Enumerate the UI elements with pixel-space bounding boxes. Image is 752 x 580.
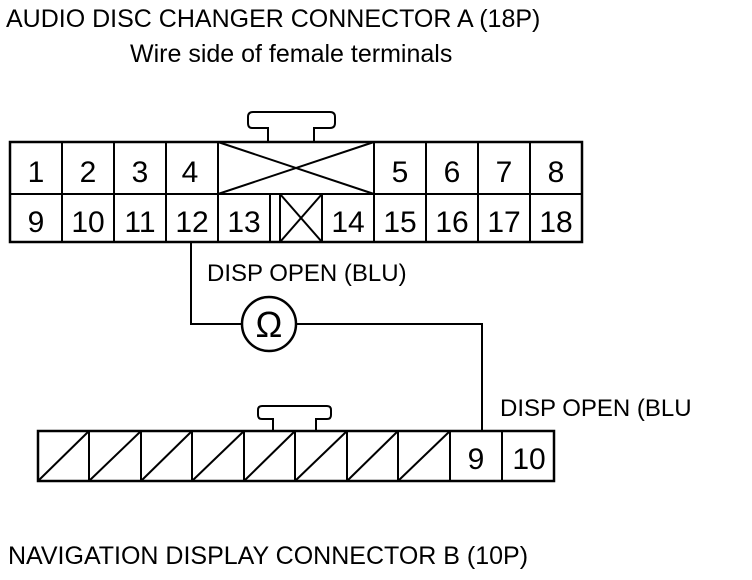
- pin-a-11: 11: [124, 206, 155, 239]
- wire-meter-to-b: [296, 323, 483, 431]
- pin-a-14: 14: [331, 206, 364, 239]
- unused-cavity: [140, 430, 193, 482]
- unused-cavity: [397, 430, 451, 482]
- ohm-icon: Ω: [256, 304, 283, 345]
- unused-cavity: [294, 430, 348, 482]
- pin-a-7: 7: [496, 156, 513, 189]
- pin-b-9: 9: [468, 443, 485, 476]
- wire-a-label: DISP OPEN (BLU): [207, 260, 407, 287]
- pin-a-2: 2: [80, 156, 97, 189]
- pin-a-4: 4: [182, 156, 199, 189]
- pin-a-3: 3: [132, 156, 149, 189]
- pin-a-18: 18: [539, 206, 572, 239]
- wire-a-to-meter: [190, 242, 242, 325]
- ohmmeter: Ω: [240, 295, 298, 353]
- pin-b-10: 10: [512, 443, 545, 476]
- unused-cavity: [346, 430, 399, 482]
- connector-a: 1 2 3 4 5 6 7 8 9 10 11 12 13 14 15 16 1…: [8, 140, 584, 244]
- unused-cavity: [88, 430, 142, 482]
- connector-b: 9 10: [36, 429, 556, 483]
- unused-cavity: [243, 430, 296, 482]
- unused-cavity: [191, 430, 245, 482]
- pin-a-6: 6: [444, 156, 461, 189]
- ohmmeter-circle: [240, 295, 298, 353]
- pin-a-13: 13: [227, 206, 260, 239]
- unused-cavity: [37, 430, 90, 482]
- connector-a-subtitle: Wire side of female terminals: [130, 40, 452, 68]
- pin-a-12: 12: [175, 206, 208, 239]
- pin-a-10: 10: [71, 206, 104, 239]
- pin-a-1: 1: [28, 156, 45, 189]
- pin-a-17: 17: [487, 206, 520, 239]
- connector-b-title: NAVIGATION DISPLAY CONNECTOR B (10P): [8, 542, 528, 570]
- connector-a-latch: [247, 111, 336, 142]
- connector-a-frame: [8, 140, 584, 244]
- pin-a-16: 16: [435, 206, 468, 239]
- pin-a-15: 15: [383, 206, 416, 239]
- connector-b-latch: [257, 405, 332, 431]
- pin-a-9: 9: [28, 206, 45, 239]
- wire-b-label: DISP OPEN (BLU: [500, 395, 692, 422]
- pin-a-8: 8: [548, 156, 565, 189]
- connector-a-title: AUDIO DISC CHANGER CONNECTOR A (18P): [6, 5, 540, 33]
- pin-a-5: 5: [392, 156, 409, 189]
